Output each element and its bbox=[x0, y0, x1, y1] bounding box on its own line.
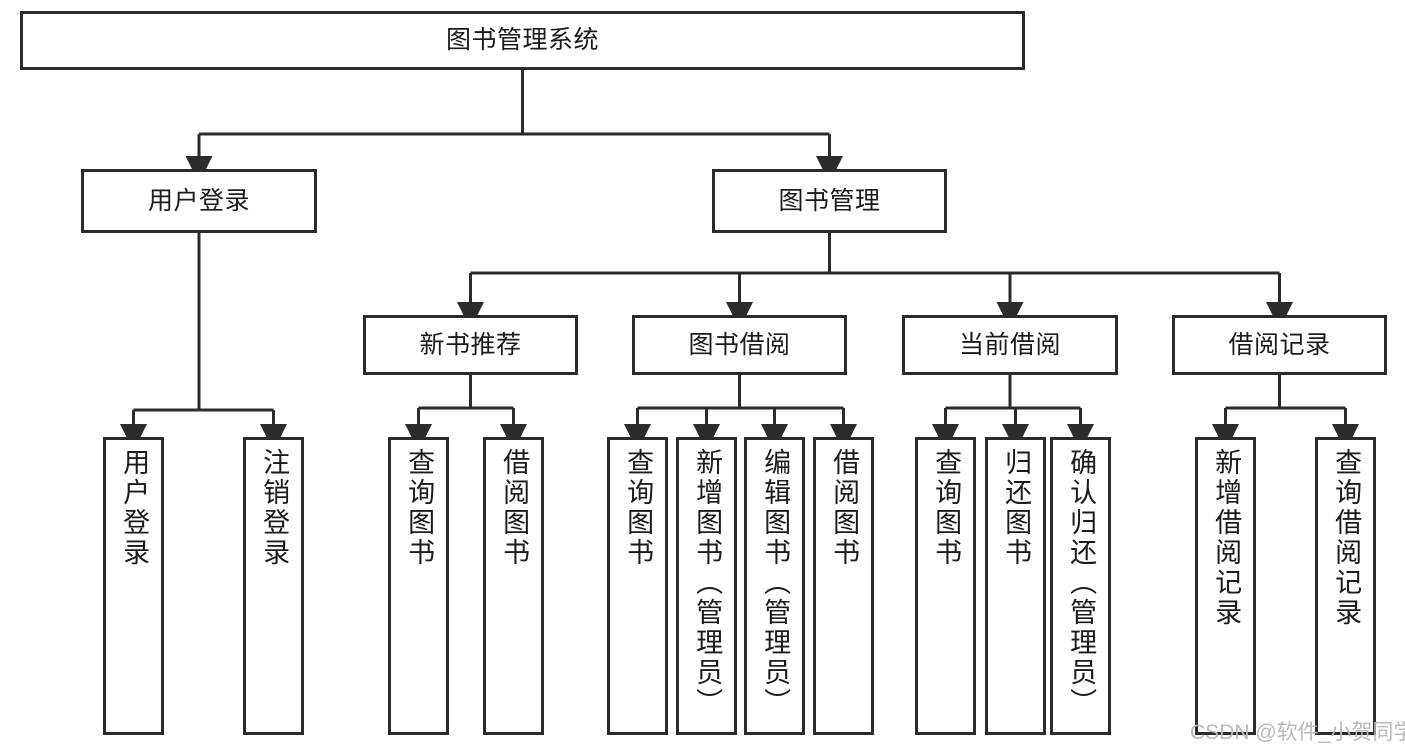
node-leaf-user-logout[interactable]: 注销登录 bbox=[243, 437, 304, 735]
node-leaf-add-book[interactable]: 新增图书（管理员） bbox=[676, 437, 737, 735]
node-label-borrow-record: 借阅记录 bbox=[1228, 330, 1331, 359]
node-label-leaf-user-logout: 注销登录 bbox=[259, 448, 290, 568]
node-label-leaf-query-record: 查询借阅记录 bbox=[1331, 448, 1362, 628]
node-label-book-manage: 图书管理 bbox=[778, 186, 881, 215]
node-label-root: 图书管理系统 bbox=[445, 26, 599, 54]
node-leaf-add-record[interactable]: 新增借阅记录 bbox=[1195, 437, 1256, 735]
node-book-borrow[interactable]: 图书借阅 bbox=[632, 315, 847, 375]
node-new-book-rec[interactable]: 新书推荐 bbox=[363, 315, 578, 375]
node-label-leaf-borrow-book-2: 借阅图书 bbox=[829, 448, 860, 568]
node-leaf-edit-book[interactable]: 编辑图书（管理员） bbox=[744, 437, 805, 735]
node-label-current-borrow: 当前借阅 bbox=[958, 330, 1061, 359]
node-user-login[interactable]: 用户登录 bbox=[81, 169, 317, 233]
node-label-leaf-query-book-3: 查询图书 bbox=[931, 448, 962, 568]
node-label-leaf-edit-book: 编辑图书（管理员） bbox=[760, 448, 791, 718]
node-leaf-confirm-return[interactable]: 确认归还（管理员） bbox=[1050, 437, 1111, 735]
connector-lines bbox=[120, 70, 1359, 451]
node-book-manage[interactable]: 图书管理 bbox=[712, 169, 947, 233]
node-label-leaf-add-book: 新增图书（管理员） bbox=[692, 448, 723, 718]
node-label-leaf-query-book-1: 查询图书 bbox=[404, 448, 435, 568]
node-label-leaf-query-book-2: 查询图书 bbox=[623, 448, 654, 568]
node-leaf-borrow-book-1[interactable]: 借阅图书 bbox=[483, 437, 544, 735]
node-leaf-query-book-3[interactable]: 查询图书 bbox=[915, 437, 976, 735]
node-label-leaf-borrow-book-1: 借阅图书 bbox=[499, 448, 530, 568]
node-leaf-borrow-book-2[interactable]: 借阅图书 bbox=[813, 437, 874, 735]
node-current-borrow[interactable]: 当前借阅 bbox=[902, 315, 1118, 375]
node-label-book-borrow: 图书借阅 bbox=[688, 330, 791, 359]
node-leaf-query-book-2[interactable]: 查询图书 bbox=[607, 437, 668, 735]
node-label-leaf-add-record: 新增借阅记录 bbox=[1211, 448, 1242, 628]
node-label-user-login: 用户登录 bbox=[147, 186, 250, 215]
node-label-leaf-return-book: 归还图书 bbox=[1001, 448, 1032, 568]
node-label-new-book-rec: 新书推荐 bbox=[419, 330, 522, 359]
node-root[interactable]: 图书管理系统 bbox=[20, 11, 1025, 70]
node-label-leaf-confirm-return: 确认归还（管理员） bbox=[1066, 448, 1097, 718]
node-leaf-query-record[interactable]: 查询借阅记录 bbox=[1315, 437, 1376, 735]
node-leaf-query-book-1[interactable]: 查询图书 bbox=[388, 437, 449, 735]
node-label-leaf-user-login: 用户登录 bbox=[119, 448, 150, 568]
node-borrow-record[interactable]: 借阅记录 bbox=[1172, 315, 1387, 375]
node-leaf-user-login[interactable]: 用户登录 bbox=[103, 437, 164, 735]
node-leaf-return-book[interactable]: 归还图书 bbox=[985, 437, 1046, 735]
